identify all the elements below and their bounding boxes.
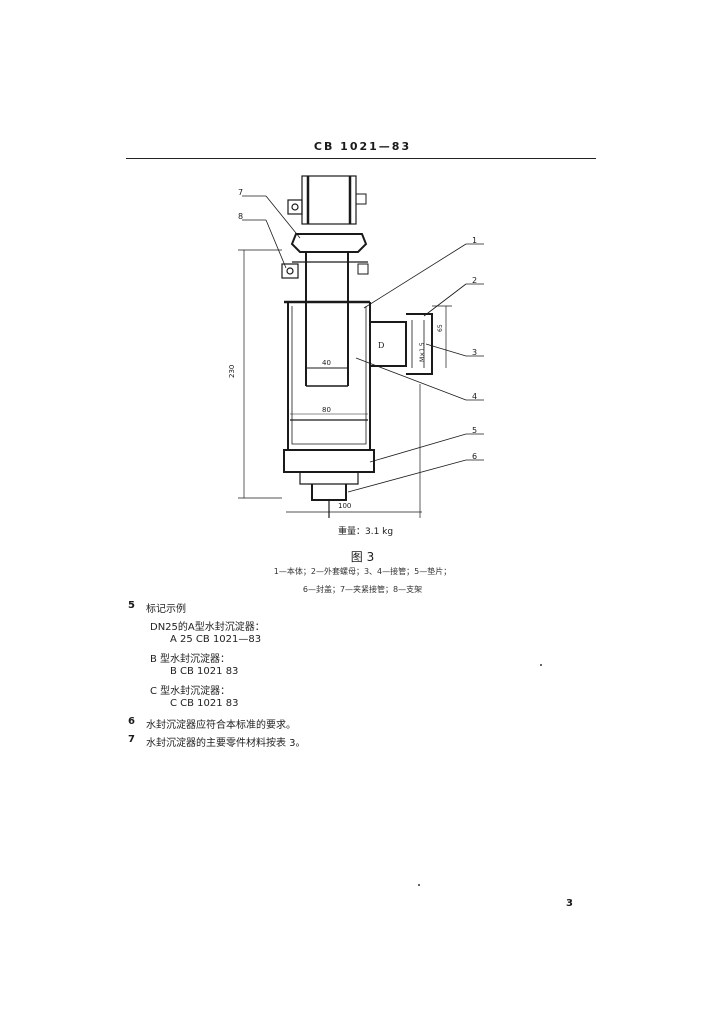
inner-pipe-dim-label: 40 [322, 359, 331, 367]
example-code-a: A 25 CB 1021—83 [170, 634, 262, 645]
section-number-5: 5 [128, 600, 135, 611]
figure-title: 图 3 [350, 550, 375, 564]
section-text-5: 标记示例 [146, 604, 186, 615]
callout-4: 4 [472, 392, 478, 401]
settler-body: 80 [284, 300, 371, 451]
example-code-b: B CB 1021 83 [170, 666, 239, 677]
clamp-joint [281, 233, 369, 279]
example-label-c: C 型水封沉淀器： [150, 686, 231, 697]
technical-drawing: 40 80 D M×1.5 65 230 100 [220, 172, 500, 537]
page-number: 3 [566, 898, 573, 909]
figure-legend-line-2: 6—封盖；7—夹紧接管；8—支架 [302, 585, 423, 594]
scan-speck [540, 664, 542, 666]
standard-code-header: CB 1021—83 [313, 140, 412, 153]
callout-1: 1 [472, 236, 478, 245]
callout-2: 2 [472, 276, 478, 285]
section-text-7: 水封沉淀器的主要零件材料按表 3。 [146, 738, 306, 749]
callout-6: 6 [472, 452, 478, 461]
dimension-lines: 230 100 [228, 249, 452, 518]
side-outlet: D M×1.5 65 [370, 313, 444, 375]
base-width-dim-label: 100 [338, 502, 351, 510]
thread-label: M×1.5 [419, 342, 426, 362]
body-width-dim-label: 80 [322, 406, 331, 414]
upper-pipe [287, 175, 367, 225]
example-label-b: B 型水封沉淀器： [150, 654, 231, 665]
section-number-7: 7 [128, 734, 135, 745]
height-dim-label: 230 [228, 365, 236, 378]
figure-legend-line-1: 1—本体；2—外套螺母；3、4—接管；5—垫片； [273, 567, 452, 576]
callout-7: 7 [238, 188, 244, 197]
bottom-cap [283, 449, 375, 518]
weight-note: 重量：3.1 kg [338, 527, 394, 537]
scan-speck [418, 884, 420, 886]
callout-8: 8 [238, 212, 244, 221]
example-label-a: DN25的A型水封沉淀器： [150, 622, 265, 633]
inner-pipe: 40 [305, 252, 349, 387]
callout-5: 5 [472, 426, 478, 435]
side-dim-label: 65 [437, 324, 444, 332]
example-code-c: C CB 1021 83 [170, 698, 239, 709]
header-rule [126, 158, 596, 159]
leader-lines [242, 195, 484, 493]
section-number-6: 6 [128, 716, 135, 727]
outlet-d-label: D [378, 341, 384, 350]
callout-3: 3 [472, 348, 478, 357]
section-text-6: 水封沉淀器应符合本标准的要求。 [146, 720, 296, 731]
